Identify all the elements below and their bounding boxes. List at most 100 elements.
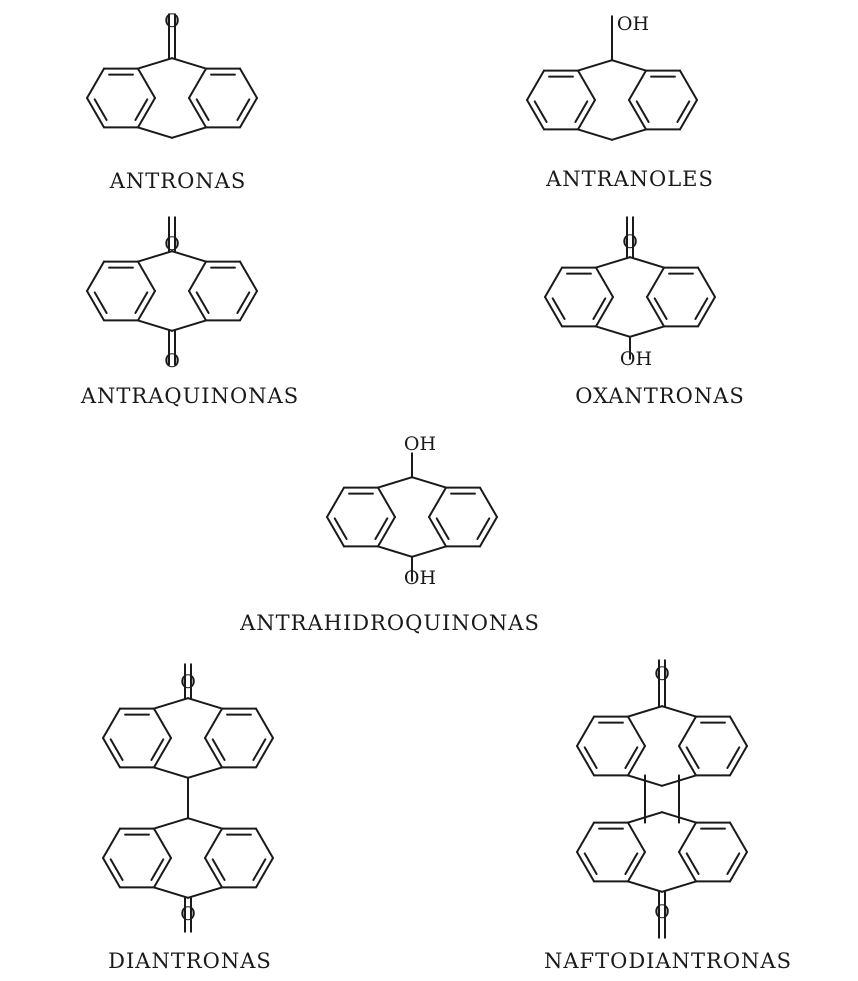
bond-line: [153, 766, 189, 779]
bond-line: [629, 325, 665, 338]
bond-line: [576, 745, 595, 777]
bond-line: [577, 69, 596, 101]
bond-line: [188, 290, 207, 322]
bond-line: [685, 852, 700, 875]
bond-line: [204, 857, 223, 889]
bond-line: [239, 260, 258, 292]
bond-line: [153, 857, 172, 889]
bond-line: [204, 827, 223, 859]
bond-line: [102, 857, 121, 889]
bond-line: [729, 821, 748, 853]
atom-oxygen-label: O: [180, 903, 196, 925]
bond-line: [86, 260, 105, 292]
bond-line: [629, 256, 665, 269]
bond-line: [102, 737, 121, 769]
bond-line: [676, 100, 691, 123]
bond-line: [153, 707, 172, 739]
bond-line: [627, 851, 646, 883]
bond-line: [153, 886, 189, 899]
bond-line: [171, 319, 207, 332]
bond-line: [624, 852, 639, 875]
bond-line: [187, 697, 223, 710]
bond-line: [411, 545, 447, 558]
bond-line: [150, 738, 165, 761]
bond-line: [252, 858, 267, 881]
bond-line: [86, 97, 105, 129]
bond-line: [479, 516, 498, 548]
bond-line: [646, 266, 665, 298]
bond-line: [255, 707, 274, 739]
bond-line: [93, 291, 108, 314]
bond-line: [137, 290, 156, 322]
bond-line: [544, 266, 563, 298]
bond-line: [236, 98, 251, 121]
atom-oxygen-label: O: [164, 10, 180, 32]
bond-line: [526, 99, 545, 131]
atom-hydroxyl-label: OH: [404, 567, 436, 589]
bond-line: [627, 705, 663, 718]
bond-line: [204, 707, 223, 739]
atom-hydroxyl-label: OH: [617, 13, 649, 35]
atom-hydroxyl-label: OH: [404, 433, 436, 455]
bond-line: [171, 126, 207, 139]
bond-line: [195, 291, 210, 314]
bond-line: [435, 517, 450, 540]
bond-line: [255, 827, 274, 859]
bond-line: [577, 59, 613, 72]
bond-line: [661, 880, 697, 893]
bond-line: [544, 296, 563, 328]
bond-line: [627, 880, 663, 893]
bond-line: [679, 99, 698, 131]
bond-line: [204, 737, 223, 769]
bond-line: [137, 67, 156, 99]
structure-diantronas: O O DIANTRONAS: [108, 671, 271, 973]
bond-line: [729, 745, 748, 777]
bond-line: [646, 296, 665, 328]
bond-line: [239, 67, 258, 99]
atom-oxygen-label: O: [654, 901, 670, 923]
bond-line: [635, 100, 650, 123]
bond-line: [611, 59, 647, 72]
bond-line: [583, 852, 598, 875]
bond-line: [109, 858, 124, 881]
caption-antronas: ANTRONAS: [109, 169, 247, 193]
bond-line: [595, 325, 631, 338]
bond-line: [576, 715, 595, 747]
bond-line: [211, 858, 226, 881]
bond-line: [729, 851, 748, 883]
bond-line: [239, 290, 258, 322]
bond-line: [694, 297, 709, 320]
bond-line: [577, 99, 596, 131]
bond-line: [576, 851, 595, 883]
bond-line: [326, 516, 345, 548]
bond-line: [137, 126, 173, 139]
bond-line: [333, 517, 348, 540]
bond-line: [479, 486, 498, 518]
bond-line: [627, 821, 646, 853]
bond-line: [577, 128, 613, 141]
bond-line: [153, 737, 172, 769]
caption-antranoles: ANTRANOLES: [545, 167, 714, 191]
bond-line: [93, 98, 108, 121]
structure-antronas: O ANTRONAS: [109, 10, 247, 193]
bond-line: [574, 100, 589, 123]
bond-line: [137, 250, 173, 263]
bond-line: [188, 97, 207, 129]
atom-oxygen-label: O: [654, 663, 670, 685]
bond-line: [188, 260, 207, 292]
bond-line: [627, 715, 646, 747]
bond-line: [551, 297, 566, 320]
bond-line: [679, 69, 698, 101]
bond-line: [187, 886, 223, 899]
atom-hydroxyl-label: OH: [620, 348, 652, 370]
bond-line: [678, 745, 697, 777]
bond-line: [595, 266, 614, 298]
bond-line: [678, 851, 697, 883]
bond-line: [134, 98, 149, 121]
bond-line: [326, 486, 345, 518]
bond-line: [134, 291, 149, 314]
structure-antrahidroquinonas: OH OH ANTRAHIDROQUINONAS: [239, 433, 539, 635]
bond-line: [628, 99, 647, 131]
bond-line: [137, 97, 156, 129]
atom-oxygen-label: O: [180, 671, 196, 693]
